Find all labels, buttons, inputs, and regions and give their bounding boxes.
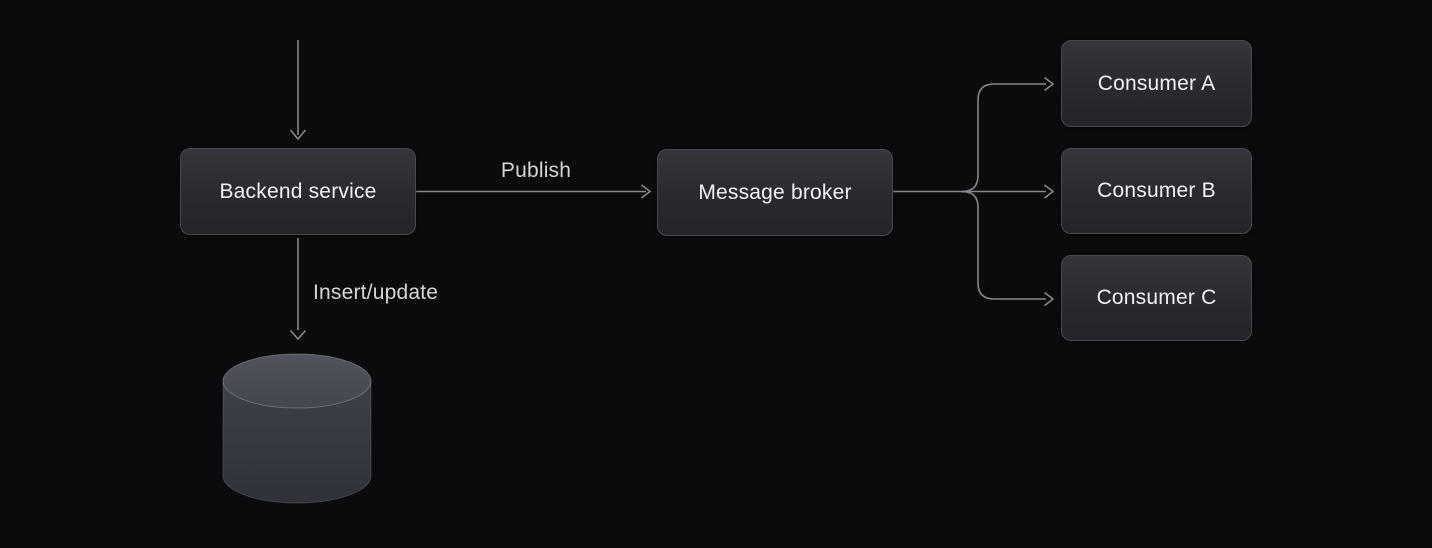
node-label: Consumer A	[1097, 71, 1216, 95]
node-label: Consumer C	[1096, 286, 1217, 309]
node-backend-service: Backend service	[180, 148, 416, 235]
edge-label-insert-update: Insert/update	[313, 281, 439, 304]
node-message-broker: Message broker	[657, 149, 893, 236]
edge-backend-to-database	[289, 238, 307, 341]
node-label: Consumer B	[1097, 179, 1216, 202]
edge-broker-to-consumer-a	[893, 76, 1055, 193]
edge-broker-to-consumer-c	[961, 190, 1055, 307]
edge-label-publish: Publish	[500, 159, 572, 182]
node-consumer-a: Consumer A	[1061, 40, 1252, 127]
database-icon	[222, 353, 372, 504]
edge-backend-to-broker	[416, 184, 652, 199]
edge-broker-to-consumer-b	[962, 184, 1055, 199]
node-consumer-b: Consumer B	[1061, 148, 1252, 234]
node-consumer-c: Consumer C	[1061, 255, 1252, 341]
node-label: Message broker	[698, 180, 852, 204]
edge-external-to-backend	[289, 40, 307, 141]
node-label: Backend service	[219, 179, 377, 203]
